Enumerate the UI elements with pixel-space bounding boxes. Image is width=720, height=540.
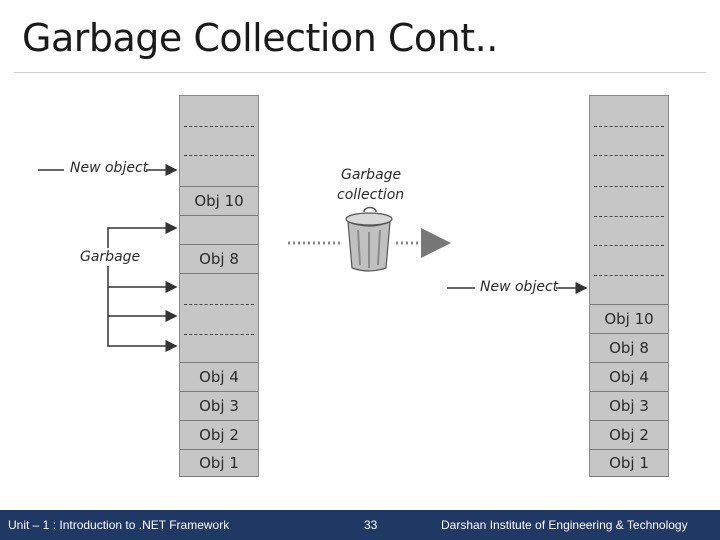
heap-object-obj8: Obj 8 (180, 244, 258, 274)
slide-title: Garbage Collection Cont.. (22, 16, 498, 60)
heap-slot (180, 156, 258, 186)
slot-divider (594, 126, 664, 127)
garbage-slot (180, 274, 258, 304)
footer-page-number: 33 (364, 518, 378, 532)
heap-object-obj3: Obj 3 (180, 391, 258, 421)
slot-divider (594, 275, 664, 276)
new-object-label-right: New object (480, 279, 559, 295)
heap-object-obj4: Obj 4 (590, 362, 668, 392)
heap-slot (590, 276, 668, 304)
slot-divider (594, 245, 664, 246)
heap-slot (590, 96, 668, 126)
heap-slot (590, 246, 668, 275)
slot-divider (184, 304, 254, 305)
heap-before-gc: Obj 10 Obj 8 Obj 4 Obj 3 Obj 2 Obj 1 (179, 95, 259, 477)
footer-unit: Unit – 1 : Introduction to .NET Framewor… (8, 518, 230, 532)
heap-slot (590, 187, 668, 216)
title-divider (14, 72, 706, 73)
gc-label-line2: collection (337, 187, 405, 203)
footer-institute: Darshan Institute of Engineering & Techn… (441, 518, 688, 532)
heap-slot (590, 156, 668, 186)
slot-divider (184, 334, 254, 335)
slot-divider (184, 155, 254, 156)
heap-slot (590, 127, 668, 155)
trash-can-icon (345, 206, 393, 272)
garbage-slot (180, 216, 258, 244)
new-object-label-left: New object (70, 160, 149, 176)
garbage-arrows (107, 222, 178, 352)
heap-object-obj4: Obj 4 (180, 362, 258, 392)
slot-divider (184, 126, 254, 127)
heap-slot (180, 96, 258, 126)
heap-object-obj3: Obj 3 (590, 391, 668, 421)
garbage-label: Garbage (80, 249, 141, 265)
footer-bar (0, 510, 720, 540)
gc-label-line1: Garbage (341, 167, 402, 183)
heap-object-obj1: Obj 1 (590, 449, 668, 477)
garbage-slot (180, 305, 258, 334)
garbage-slot (180, 335, 258, 363)
heap-object-obj8: Obj 8 (590, 333, 668, 363)
slot-divider (594, 155, 664, 156)
slot-divider (594, 186, 664, 187)
slot-divider (594, 216, 664, 217)
heap-after-gc: Obj 10 Obj 8 Obj 4 Obj 3 Obj 2 Obj 1 (589, 95, 669, 477)
heap-object-obj2: Obj 2 (180, 420, 258, 450)
heap-object-obj2: Obj 2 (590, 420, 668, 450)
heap-object-obj10: Obj 10 (180, 186, 258, 216)
heap-slot (180, 127, 258, 155)
heap-object-obj1: Obj 1 (180, 449, 258, 477)
heap-slot (590, 217, 668, 245)
heap-object-obj10: Obj 10 (590, 304, 668, 334)
